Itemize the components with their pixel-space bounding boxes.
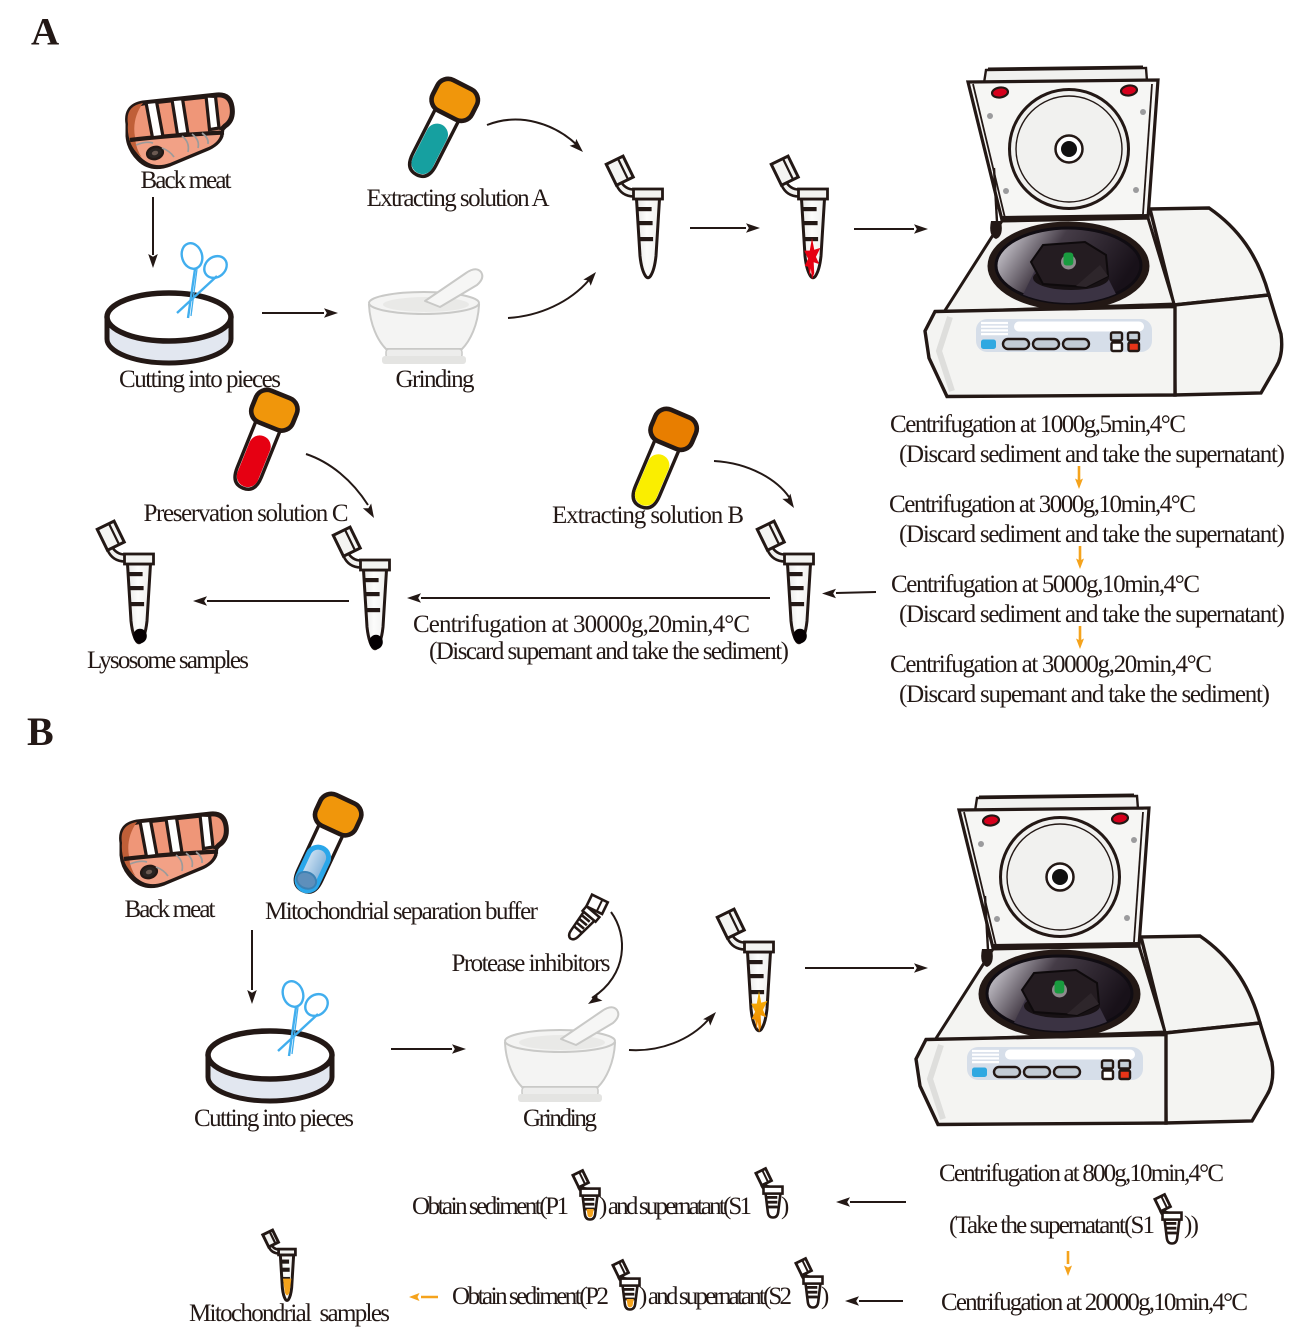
svg-text:Cutting into pieces: Cutting into pieces: [119, 366, 281, 393]
svg-text:Cutting into pieces: Cutting into pieces: [194, 1105, 354, 1132]
svg-text:Mitochondrial separation buffe: Mitochondrial separation buffer: [265, 898, 539, 925]
svg-text:(Discard sediment and take the: (Discard sediment and take the supernata…: [899, 441, 1285, 468]
svg-text:(Discard sediment and take the: (Discard sediment and take the supernata…: [899, 521, 1285, 548]
svg-text:Obtain sediment(P2: Obtain sediment(P2: [452, 1283, 609, 1310]
svg-text:Mitochondrial samples: Mitochondrial samples: [189, 1300, 390, 1327]
svg-text:Centrifugation at 30000g,20min: Centrifugation at 30000g,20min,4°C: [413, 611, 750, 638]
svg-text:)): )): [1184, 1212, 1199, 1239]
svg-text:Extracting solution A: Extracting solution A: [367, 185, 550, 212]
svg-text:Back meat: Back meat: [141, 167, 232, 194]
svg-text:(Discard sediment and take the: (Discard sediment and take the supernata…: [899, 601, 1285, 628]
svg-text:(Take the supernatant(S1: (Take the supernatant(S1: [949, 1212, 1155, 1239]
svg-text:(Discard supemant and take the: (Discard supemant and take the sediment): [899, 681, 1270, 708]
svg-text:Centrifugation at 3000g,10min,: Centrifugation at 3000g,10min,4°C: [889, 491, 1196, 518]
svg-text:Extracting solution B: Extracting solution B: [552, 502, 744, 529]
svg-text:): ): [781, 1193, 789, 1220]
svg-text:Centrifugation at 20000g,10min: Centrifugation at 20000g,10min,4°C: [941, 1289, 1248, 1316]
svg-text:Centrifugation at 30000g,20min: Centrifugation at 30000g,20min,4°C: [890, 651, 1212, 678]
svg-text:) and supernatant(S2: ) and supernatant(S2: [639, 1283, 792, 1310]
svg-text:(Discard supemant and take the: (Discard supemant and take the sediment): [429, 638, 789, 665]
svg-text:Grinding: Grinding: [523, 1105, 598, 1132]
svg-text:Protease inhibitors: Protease inhibitors: [452, 950, 611, 977]
svg-text:Preservation solution C: Preservation solution C: [144, 500, 349, 527]
svg-text:Lysosome samples: Lysosome samples: [87, 647, 249, 674]
svg-text:Centrifugation at 800g,10min,4: Centrifugation at 800g,10min,4°C: [939, 1160, 1224, 1187]
svg-text:): ): [821, 1283, 829, 1310]
svg-text:B: B: [27, 709, 54, 754]
svg-text:Centrifugation at 5000g,10min,: Centrifugation at 5000g,10min,4°C: [891, 571, 1200, 598]
svg-text:Grinding: Grinding: [396, 366, 476, 393]
svg-text:Centrifugation at 1000g,5min,4: Centrifugation at 1000g,5min,4°C: [890, 411, 1186, 438]
svg-text:Obtain sediment(P1: Obtain sediment(P1: [412, 1193, 569, 1220]
svg-text:Back meat: Back meat: [125, 896, 216, 923]
svg-text:) and supernatant(S1: ) and supernatant(S1: [599, 1193, 752, 1220]
svg-text:A: A: [31, 11, 59, 54]
